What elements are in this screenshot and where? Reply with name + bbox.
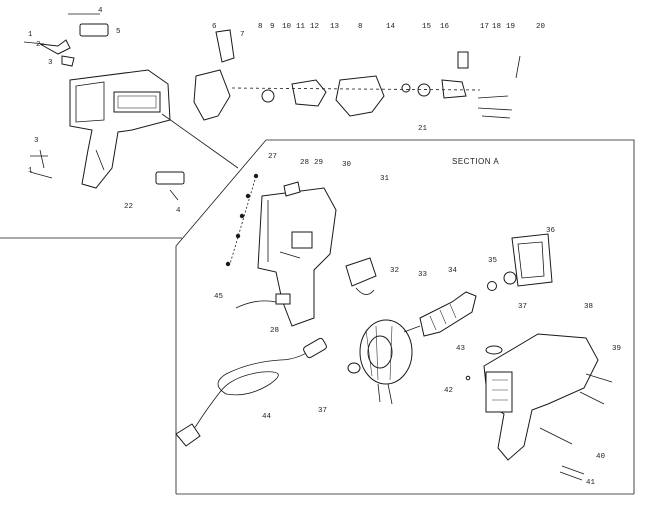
armature-part-34 [419,291,477,337]
callout: 37 [318,407,327,415]
callout: 2 [36,41,41,49]
callout: 3 [48,59,53,67]
gear-part-12 [291,79,327,107]
callout: 27 [268,153,277,161]
callout: 39 [612,345,621,353]
strain-relief [303,337,327,359]
power-cord-part-44 [185,343,321,437]
callout: 3 [34,137,39,145]
nameplate-part-5 [79,23,109,37]
callout: 36 [546,227,556,235]
callout: 1 [28,167,33,175]
washer-part-43 [485,345,503,355]
callout: 6 [212,23,217,31]
tool-assembly-overview [0,13,239,239]
key-part-18 [457,51,469,69]
switch-part-3 [61,55,75,67]
callout: 32 [390,267,399,275]
screws-part-41 [559,465,585,481]
drill-housing [69,69,171,189]
bearing-part-9 [261,89,275,103]
callout: 34 [448,267,458,275]
washer-part-37-lower [347,362,361,374]
callout: 14 [386,23,396,31]
callout: 35 [488,257,498,265]
callout: 45 [214,293,224,301]
trigger-part-6 [215,29,235,63]
callout: 31 [380,175,390,183]
callout: 1 [28,31,33,39]
callout: 37 [518,303,527,311]
bearing-part-16 [417,83,431,97]
callout: 22 [124,203,133,211]
callout: 7 [240,31,245,39]
switch-assembly [291,231,313,249]
gear-case-part-7 [193,69,231,121]
callout: 12 [310,23,319,31]
callout: 28 [300,159,309,167]
callout: 40 [596,453,606,461]
bits-part-19 [477,95,513,119]
brush-spring-part-32 [355,287,375,295]
callout: 29 [314,159,323,167]
callout: 41 [586,479,596,487]
bit-part-20 [515,55,521,79]
screws-part-39 [579,373,613,405]
callout: 10 [282,23,292,31]
callout: 5 [116,28,121,36]
section-title: SECTION A [452,157,499,166]
callout: 16 [440,23,450,31]
brush-holder-part-31 [345,257,377,287]
callout: 9 [270,23,275,31]
gasket-part-36 [511,233,553,287]
callout: 42 [444,387,453,395]
section-a-parts [175,173,613,481]
callout: 33 [418,271,428,279]
switch-part-2 [39,39,71,55]
chuck-part-17 [441,79,467,99]
callout: 18 [492,23,501,31]
handle-half-right-part-38 [483,333,599,461]
callout: 19 [506,23,515,31]
brush-part-22 [155,171,185,185]
spring-part-28 [283,181,301,197]
screw-part-40 [539,427,573,445]
callout: 8 [358,23,363,31]
plug [175,423,201,447]
callout: 17 [480,23,489,31]
callout: 8 [258,23,263,31]
cord-clamp-part-45 [235,300,277,309]
callout: 28 [270,327,279,335]
screw-part-42 [465,375,471,381]
gear-chuck-assembly [193,29,521,121]
screws-part-1 [29,149,53,179]
bearing-part-37 [503,271,517,285]
washer-part-15 [401,83,411,93]
callout: 4 [176,207,181,215]
spindle-housing-part-8 [335,75,385,117]
bearing-part-35 [487,281,497,291]
callout-numbers: 4 1 2 5 3 3 1 22 4 6 7 8 9 10 11 12 13 8… [28,7,621,487]
callout: 43 [456,345,466,353]
callout: 44 [262,413,272,421]
callout: 38 [584,303,593,311]
callout: 4 [98,7,103,15]
callout: 15 [422,23,432,31]
callout: 20 [536,23,546,31]
callout: 21 [418,125,428,133]
callout: 11 [296,23,306,31]
callout: 13 [330,23,340,31]
section-a-frame [175,139,635,495]
drill-label-plate [113,91,161,113]
callout: 30 [342,161,352,169]
